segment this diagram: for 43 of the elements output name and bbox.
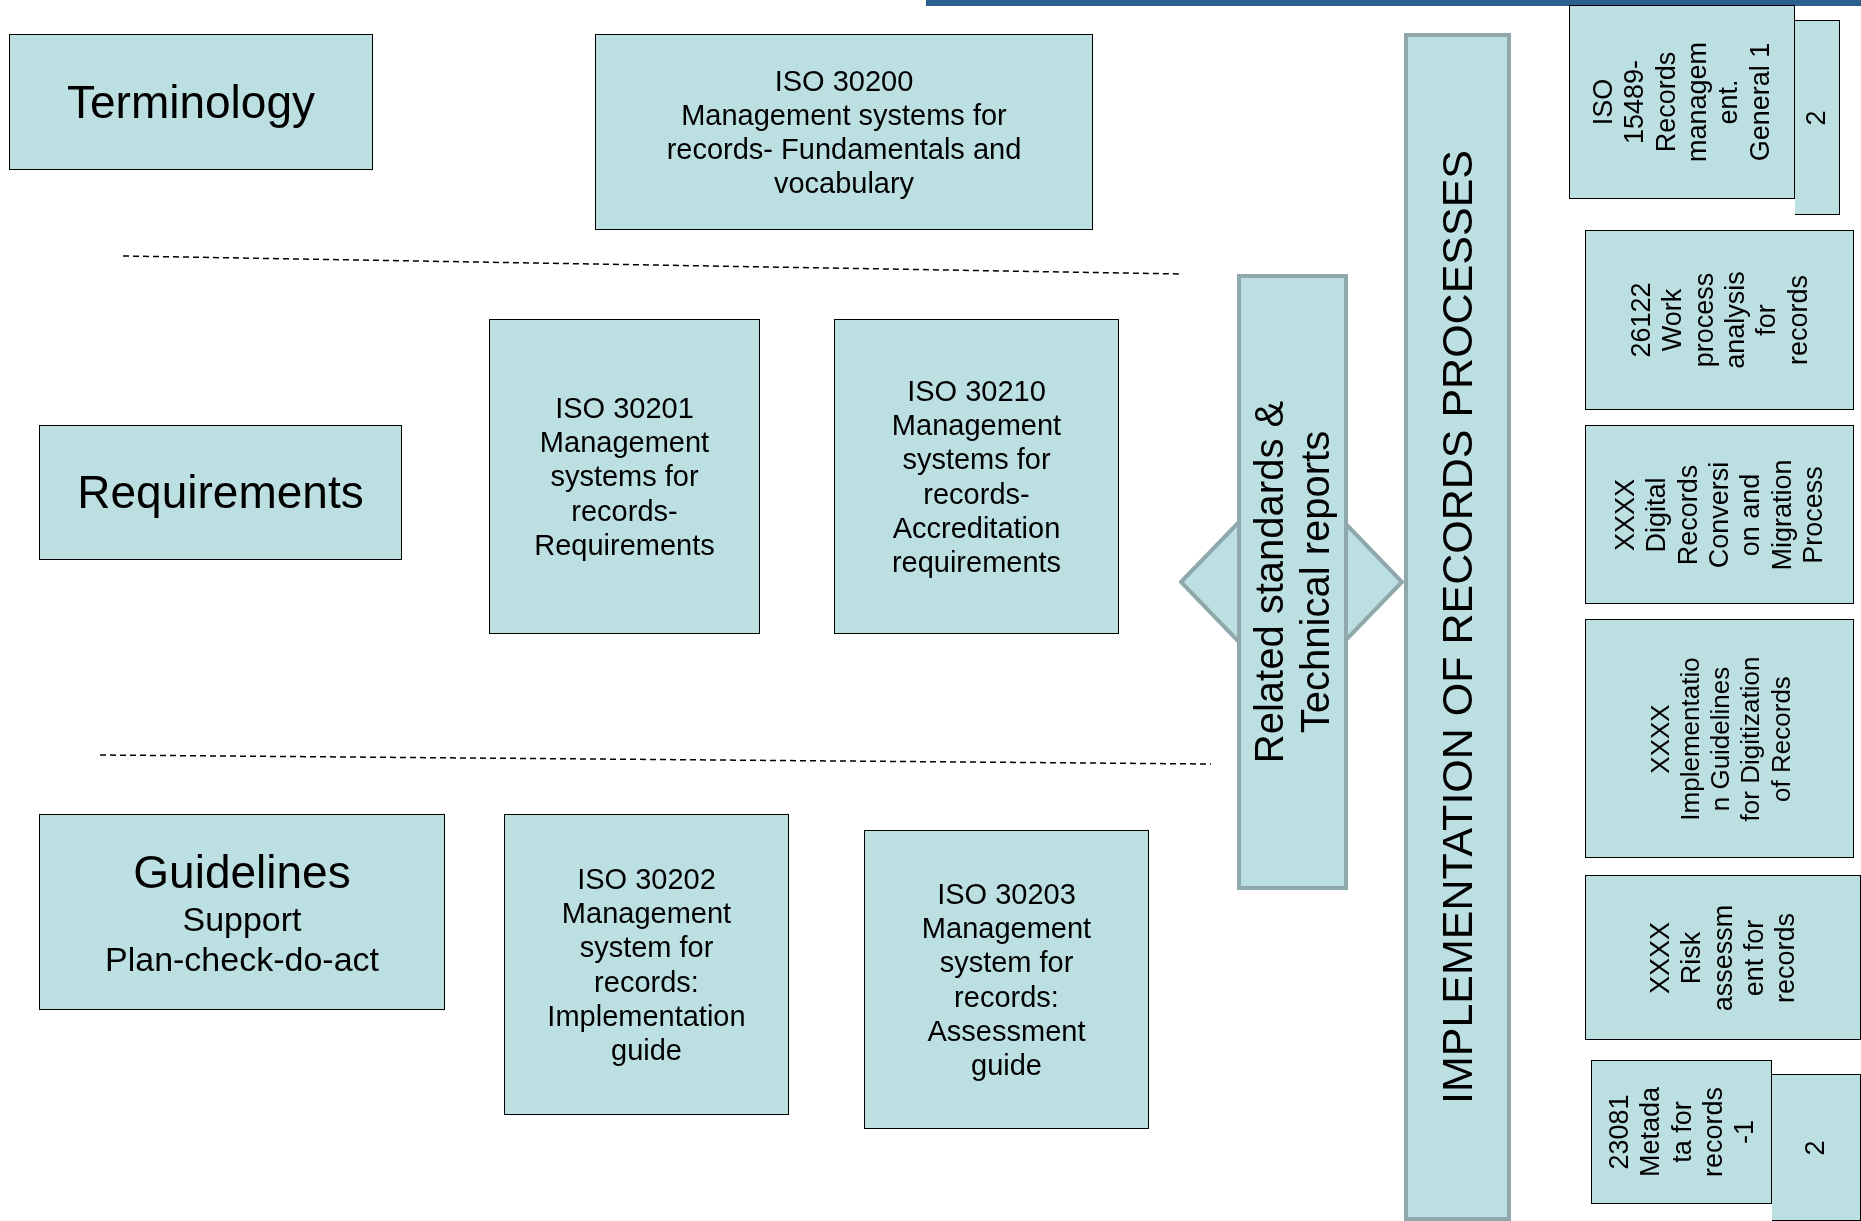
- standard-number: ISO 30200: [774, 63, 914, 98]
- standard-card: [1591, 1060, 1772, 1204]
- standard-box: [834, 319, 1119, 634]
- double-arrow-box: [1179, 274, 1404, 890]
- standard-box: [9, 34, 373, 170]
- standard-card: [1585, 619, 1854, 858]
- category-subtext: Support: [182, 899, 302, 940]
- category-heading: Guidelines: [133, 844, 351, 899]
- vertical-banner: [1404, 33, 1511, 1221]
- standard-title: XXXX Implementatio n Guidelines for Digitization of Records: [1644, 655, 1795, 822]
- category-subtext: Plan-check-do-act: [105, 939, 379, 980]
- standard-title: Management system for records: Implementation guide: [546, 896, 747, 1068]
- standard-title: IMPLEMENTATION OF RECORDS PROCESSES: [1432, 148, 1482, 1107]
- standard-title: 23081 Metada ta for records -1: [1603, 1085, 1760, 1180]
- standard-card: [1585, 425, 1854, 604]
- category-heading: Requirements: [77, 465, 364, 520]
- standard-title: 2: [1800, 1139, 1832, 1157]
- standard-box: [39, 425, 402, 560]
- standard-number: ISO 30203: [937, 876, 1076, 912]
- standard-box: [39, 814, 445, 1010]
- standard-card: [1585, 875, 1861, 1040]
- standard-title: XXXX Risk assessm ent for records: [1644, 903, 1801, 1013]
- standard-title: ISO 15489- Records managem ent. General 1: [1588, 40, 1776, 165]
- standard-number: ISO 30202: [577, 861, 716, 897]
- standard-number: ISO 30210: [907, 373, 1046, 409]
- standard-card: [1585, 230, 1854, 410]
- standard-title: Related standards & Technical reports: [1245, 399, 1338, 766]
- standard-box: [595, 34, 1093, 230]
- standard-title: Management systems for records- Accreditation requirements: [890, 408, 1063, 580]
- standard-title: 26122 Work process analysis for records: [1625, 270, 1814, 371]
- standard-box: [504, 814, 789, 1115]
- standard-box: [864, 830, 1149, 1129]
- standard-card: [1795, 20, 1840, 215]
- standard-title: Management system for records: Assessment guide: [920, 911, 1093, 1083]
- standard-card: [1569, 5, 1795, 199]
- standard-card: [1772, 1074, 1861, 1221]
- standard-box: [489, 319, 760, 634]
- standard-title: Management systems for records- Requirements: [533, 425, 716, 563]
- standard-title: 2: [1801, 109, 1833, 127]
- standard-title: XXXX Digital Records Conversi on and Migration Process: [1609, 458, 1829, 573]
- standard-number: ISO 30201: [555, 390, 694, 426]
- standard-title: Management systems for records- Fundamentals and vocabulary: [665, 97, 1023, 201]
- category-heading: Terminology: [67, 74, 315, 130]
